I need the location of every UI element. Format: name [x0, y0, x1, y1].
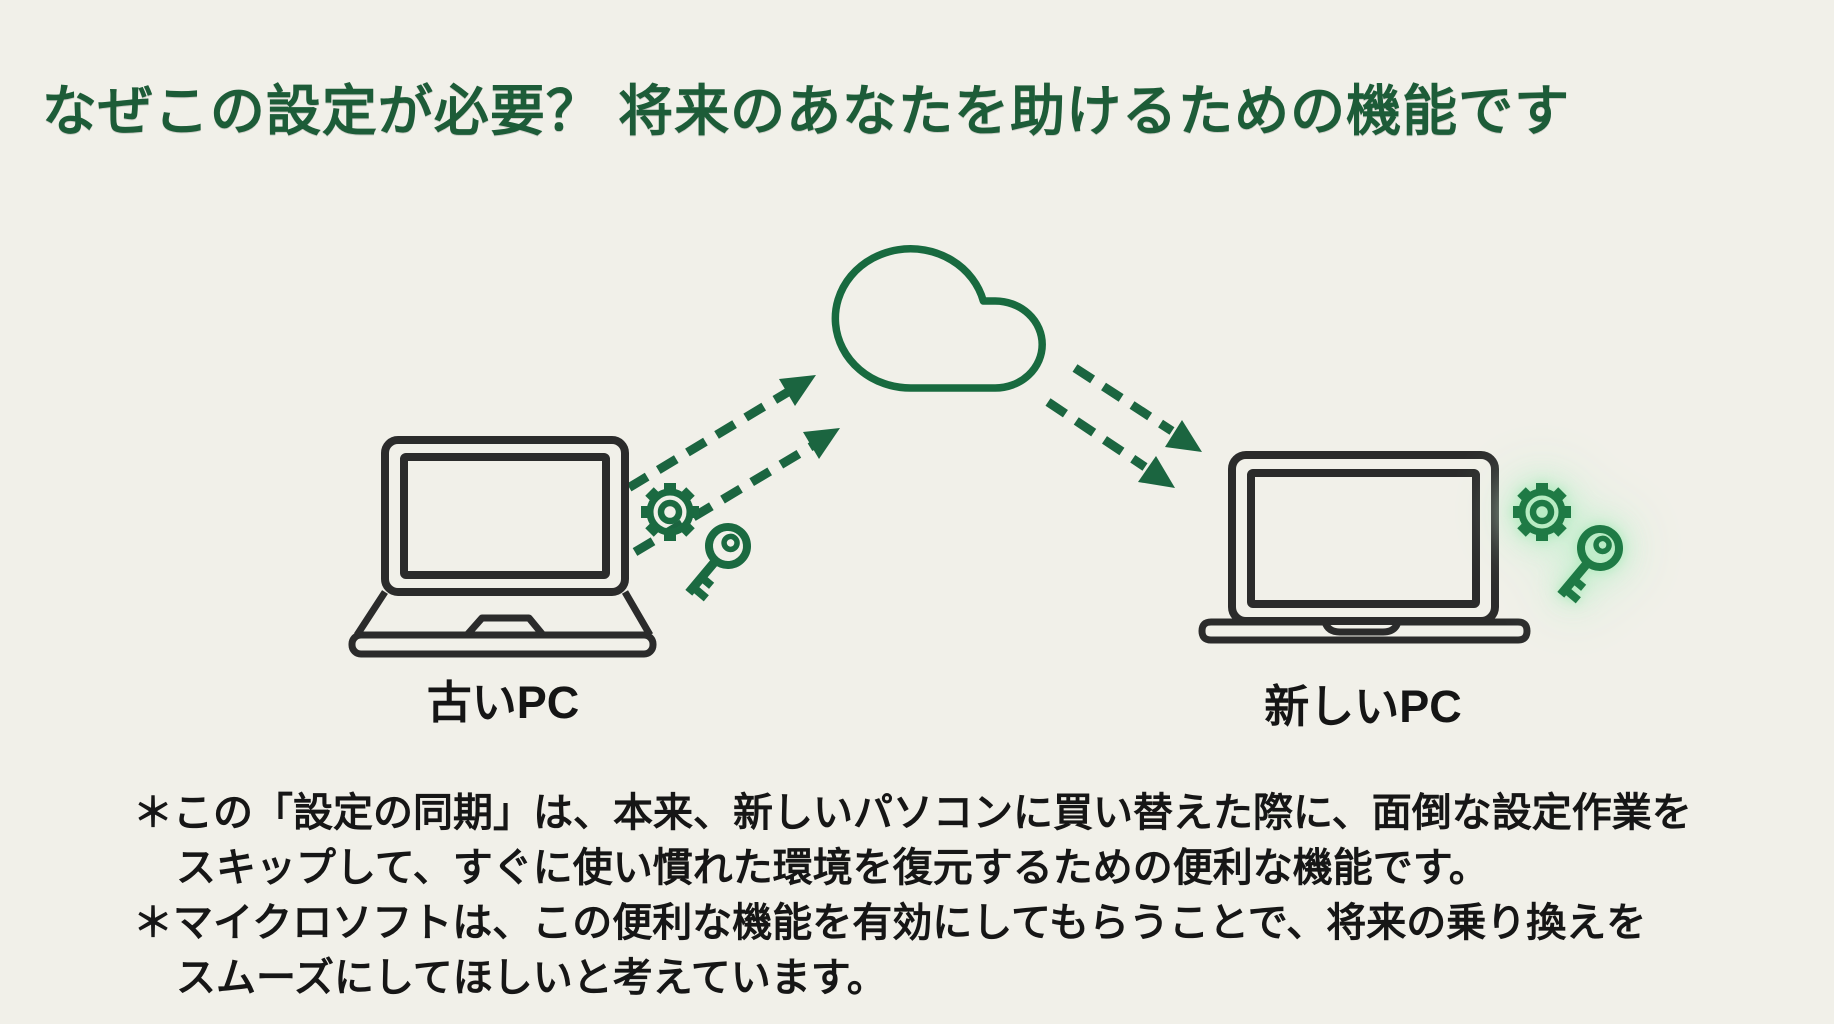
old-laptop-icon — [348, 436, 657, 658]
gear-icon — [1513, 483, 1571, 541]
gear-icon — [641, 483, 699, 541]
slide-title: なぜこの設定が必要？ 将来のあなたを助けるための機能です — [41, 80, 1571, 142]
note-line: ＊マイクロソフトは、この便利な機能を有効にしてもらうことで、将来の乗り換えを — [133, 901, 1647, 945]
note-line: スムーズにしてほしいと考えています。 — [176, 956, 887, 1000]
dashed-download-arrows — [1045, 364, 1202, 488]
note-line: ＊この「設定の同期」は、本来、新しいパソコンに買い替えた際に、面倒な設定作業を — [133, 791, 1692, 835]
old-pc-label: 古いPC — [426, 677, 580, 728]
new-pc-label: 新しいPC — [1264, 681, 1462, 732]
cloud-icon — [835, 249, 1042, 388]
glow-highlight — [1513, 483, 1627, 607]
new-laptop-icon — [1198, 451, 1531, 644]
note-line: スキップして、すぐに使い慣れた環境を復元するための便利な機能です。 — [176, 846, 1489, 890]
notes-text: ＊この「設定の同期」は、本来、新しいパソコンに買い替えた際に、面倒な設定作業を … — [133, 786, 1692, 1006]
